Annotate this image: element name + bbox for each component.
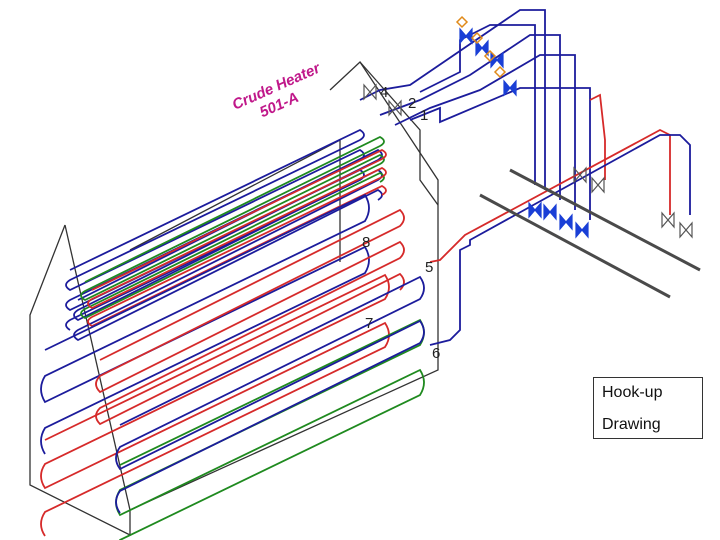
- inlet-line-1: [359, 9, 546, 190]
- valve-14: [388, 99, 402, 117]
- valve-10: [573, 166, 587, 184]
- valve-3: [490, 51, 504, 69]
- label-2: 2: [408, 95, 416, 112]
- label-5: 5: [425, 259, 433, 276]
- valve-actuator-4: [493, 65, 507, 79]
- valve-13: [363, 83, 377, 101]
- coil-pass-group-3: [80, 135, 385, 320]
- coil-pass-group-9: [115, 275, 425, 514]
- header-lower: [479, 193, 671, 299]
- valve-1: [459, 27, 473, 45]
- coil-bundle: [40, 128, 425, 540]
- node-labels: 4 2 1 8 5 7 6: [362, 84, 440, 362]
- hookup-label-line1: Hook-up: [602, 384, 663, 401]
- valve-5: [528, 201, 542, 219]
- coil-pass-group-8: [95, 208, 405, 426]
- pipe-headers: [479, 168, 701, 299]
- valve-set: [363, 15, 693, 239]
- valve-7: [559, 213, 573, 231]
- valve-actuator-3: [483, 49, 497, 63]
- inlet-lines: [359, 9, 591, 220]
- hookup-label-line2: Drawing: [602, 416, 661, 433]
- valve-2: [475, 39, 489, 57]
- valve-6: [543, 203, 557, 221]
- coil-pass-group-5: [40, 193, 370, 455]
- frame-front-edge: [359, 61, 439, 206]
- frame-diagonal: [129, 139, 341, 251]
- outlet-red-line-2: [589, 93, 606, 180]
- coil-pass-group-6: [40, 273, 390, 537]
- label-8: 8: [362, 234, 370, 251]
- inlet-line-3: [394, 54, 576, 210]
- inlet-line-4: [409, 87, 591, 220]
- valve-12: [679, 221, 693, 239]
- label-7: 7: [365, 315, 373, 332]
- heater-title: Crude Heater 501-A: [230, 59, 324, 121]
- valve-actuator-2: [470, 31, 484, 45]
- outlet-lines: [429, 93, 691, 346]
- outlet-red-line: [429, 128, 671, 263]
- hookup-drawing-label-box: Hook-up Drawing: [593, 377, 703, 439]
- header-upper: [509, 168, 701, 272]
- valve-actuator-1: [455, 15, 469, 29]
- coil-pass-group-7: [115, 318, 425, 540]
- frame-left-edge: [64, 224, 131, 511]
- valve-11: [661, 211, 675, 229]
- valve-4: [503, 79, 517, 97]
- inlet-line-2: [379, 34, 561, 200]
- label-6: 6: [432, 345, 440, 362]
- outlet-blue-line: [429, 134, 691, 346]
- valve-8: [575, 221, 589, 239]
- inlet-line-5: [419, 24, 536, 185]
- coil-pass-group-4: [87, 148, 387, 328]
- label-4: 4: [380, 84, 388, 101]
- valve-9: [591, 176, 605, 194]
- label-1: 1: [420, 107, 428, 124]
